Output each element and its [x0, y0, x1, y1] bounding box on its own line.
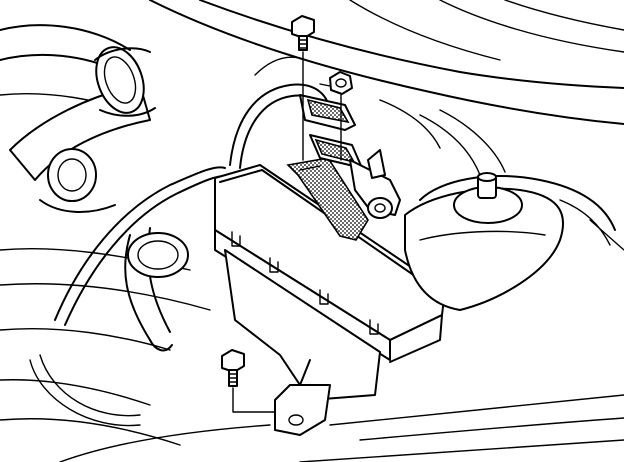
coolant-reservoir: [404, 172, 565, 311]
bolt-top: [291, 15, 315, 161]
nut: [319, 71, 353, 95]
wiring-harness: [29, 56, 331, 427]
bolt-bottom: [221, 349, 276, 413]
air-intake-hose: [9, 46, 189, 352]
fuse-relay-box: [214, 164, 446, 436]
